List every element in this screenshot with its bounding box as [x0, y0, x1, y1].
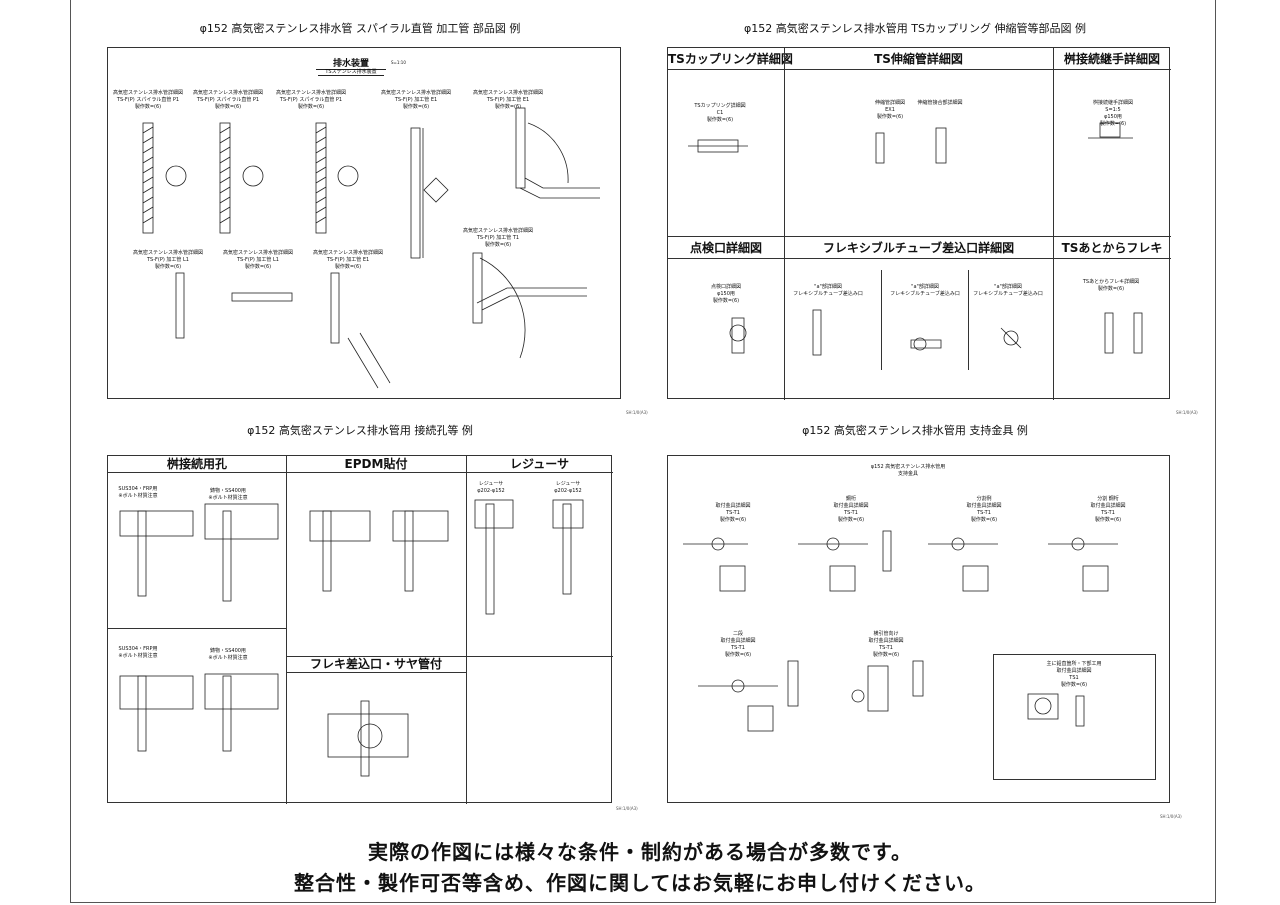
quadrant-title-tr: φ152 高気密ステンレス排水管用 TSカップリング 伸縮管等部品図 例 — [744, 22, 1086, 35]
drawing-panel-support-fittings: φ152 高気密ステンレス排水管用 支持金具 取付金具詳細図 TS-T1 製作数… — [667, 455, 1170, 803]
spiral-pipe-drawing — [315, 122, 359, 234]
detail-label: 高気密ステンレス排水管詳細図 TS-F(P) 加工管 E1 製作数=(6) — [472, 90, 544, 110]
support-fitting-drawing — [928, 537, 998, 592]
processed-pipe-drawing — [410, 127, 449, 259]
detail-label: SUS304・FRP用 ※ボルト材質注意 — [118, 486, 158, 499]
detail-label: 主に鉛直箇所・下部工用 取付金具詳細図 TS1 製作数=(6) — [1046, 661, 1102, 688]
divider — [784, 48, 785, 400]
support-fitting-drawing — [1048, 537, 1118, 592]
quadrant-title-bl: φ152 高気密ステンレス排水管用 接続孔等 例 — [247, 424, 473, 437]
detail-label: 点検口詳細図 φ150用 製作数=(6) — [710, 284, 742, 304]
header-flex-sleeve: フレキ差込口・サヤ管付 — [286, 656, 466, 673]
sheet-title: 排水装置 — [316, 56, 386, 70]
detail-label: 高気密ステンレス排水管詳細図 TS-F(P) 加工管 L1 製作数=(6) — [132, 250, 204, 270]
sheet-title: φ152 高気密ステンレス排水管用 支持金具 — [870, 464, 946, 477]
drawing-panel-spiral-pipe: 排水装置 S=1:10 TSステンレス排水装置 高気密ステンレス排水管詳細図 T… — [107, 47, 621, 399]
footer-line-2: 整合性・製作可否等含め、作図に関してはお気軽にお申し付けください。 — [294, 871, 986, 895]
divider — [466, 456, 467, 804]
detail-label: "a"部詳細図 フレキシブルチューブ差込み口 — [973, 284, 1043, 297]
detail-label: 伸縮管詳細図 EX1 製作数=(6) — [874, 100, 906, 120]
detail-label: 高気密ステンレス排水管詳細図 TS-F(P) スパイラル直管 P1 製作数=(6… — [192, 90, 264, 110]
coupling-drawings — [688, 122, 1143, 356]
footer-line-1: 実際の作図には様々な条件・制約がある場合が多数です。 — [368, 840, 912, 864]
support-fitting-drawing — [1027, 693, 1085, 727]
detail-label: 分割 鋼桁 取付金具詳細図 TS-T1 製作数=(6) — [1090, 496, 1126, 523]
detail-label: "a"部詳細図 フレキシブルチューブ差込み口 — [890, 284, 960, 297]
drawing-panel-coupling: TSカップリング詳細図 TS伸縮管詳細図 桝接続継手詳細図 点検口詳細図 フレキ… — [667, 47, 1171, 400]
sheet-number: SH:1/0(A3) — [626, 410, 648, 415]
detail-label: 鋳物・SS400用 ※ボルト材質注意 — [208, 488, 248, 501]
processed-pipe-drawing — [175, 272, 340, 344]
header-flex-tube: フレキシブルチューブ差込口詳細図 — [784, 237, 1053, 259]
header-ts-flex: TSあとからフレキ — [1053, 237, 1171, 259]
divider — [108, 628, 286, 629]
detail-label: 取付金具詳細図 TS-T1 製作数=(6) — [715, 503, 751, 523]
support-fitting-drawing — [683, 537, 748, 592]
support-drawings — [683, 530, 1118, 732]
divider — [286, 656, 613, 657]
detail-label: 高気密ステンレス排水管詳細図 TS-F(P) 加工管 E1 製作数=(6) — [312, 250, 384, 270]
detail-label: 高気密ステンレス排水管詳細図 TS-F(P) スパイラル直管 P1 製作数=(6… — [275, 90, 347, 110]
sheet-number: SH:1/0(A3) — [1176, 410, 1198, 415]
sheet-number: SH:1/0(A3) — [1160, 814, 1182, 819]
header-reducer: レジューサ — [466, 456, 613, 473]
drawing-panel-connection-holes: 桝接続用孔 EPDM貼付 レジューサ フレキ差込口・サヤ管付 SUS304・FR… — [107, 455, 613, 804]
detail-label: レジューサ φ202-φ152 — [477, 481, 505, 494]
sheet-subtitle: TSステンレス排水装置 — [318, 68, 384, 76]
detail-label: SUS304・FRP用 ※ボルト材質注意 — [118, 646, 158, 659]
header-inspection: 点検口詳細図 — [668, 237, 784, 259]
detail-label: 高気密ステンレス排水管詳細図 TS-F(P) 加工管 T1 製作数=(6) — [462, 228, 534, 248]
spiral-pipe-drawing — [219, 122, 264, 234]
spiral-pipe-drawing — [142, 122, 187, 234]
detail-label: 鋳物・SS400用 ※ボルト材質注意 — [208, 648, 248, 661]
detail-label: TSカップリング詳細図 C1 製作数=(6) — [694, 103, 746, 123]
page-frame — [70, 0, 1216, 903]
pipe-drawings — [142, 107, 600, 389]
sheet-number: SH:1/0(A3) — [616, 806, 638, 811]
callout-box: 主に鉛直箇所・下部工用 取付金具詳細図 TS1 製作数=(6) — [993, 654, 1156, 780]
detail-label: TSあとからフレキ詳細図 製作数=(6) — [1082, 279, 1140, 292]
processed-pipe-drawing — [515, 107, 600, 199]
detail-label: 高気密ステンレス排水管詳細図 TS-F(P) スパイラル直管 P1 製作数=(6… — [112, 90, 184, 110]
divider — [1053, 48, 1054, 400]
detail-label: 伸縮管接合部詳細図 — [917, 100, 963, 106]
support-fitting-drawing — [698, 660, 799, 732]
sheet-scale: S=1:10 — [391, 60, 406, 65]
detail-label: 高気密ステンレス排水管詳細図 TS-F(P) 加工管 L1 製作数=(6) — [222, 250, 294, 270]
support-fitting-drawing — [798, 530, 892, 592]
divider — [968, 270, 969, 370]
divider — [668, 236, 1171, 237]
hole-drawings — [119, 499, 584, 777]
detail-label: 二段 取付金具詳細図 TS-T1 製作数=(6) — [720, 631, 756, 658]
processed-pipe-drawing — [347, 252, 587, 389]
divider — [881, 270, 882, 370]
detail-label: 分割例 取付金具詳細図 TS-T1 製作数=(6) — [966, 496, 1002, 523]
support-fitting-drawing — [851, 660, 924, 712]
detail-label: 横引管向け 取付金具詳細図 TS-T1 製作数=(6) — [868, 631, 904, 658]
detail-label: 桝接続継手詳細図 S=1:5 φ150用 製作数=(6) — [1092, 100, 1133, 127]
quadrant-title-br: φ152 高気密ステンレス排水管用 支持金具 例 — [802, 424, 1028, 437]
quadrant-title-tl: φ152 高気密ステンレス排水管 スパイラル直管 加工管 部品図 例 — [199, 22, 521, 35]
detail-label: レジューサ φ202-φ152 — [554, 481, 582, 494]
detail-label: 鋼桁 取付金具詳細図 TS-T1 製作数=(6) — [833, 496, 869, 523]
detail-label: 高気密ステンレス排水管詳細図 TS-F(P) 加工管 E1 製作数=(6) — [380, 90, 452, 110]
header-ts-coupling: TSカップリング詳細図 — [668, 48, 793, 70]
header-epdm: EPDM貼付 — [286, 456, 466, 473]
header-ts-expansion: TS伸縮管詳細図 — [784, 48, 1053, 70]
detail-label: "a"部詳細図 フレキシブルチューブ差込み口 — [793, 284, 863, 297]
header-basin-hole: 桝接続用孔 — [108, 456, 286, 473]
divider — [286, 456, 287, 804]
header-basin-joint: 桝接続継手詳細図 — [1053, 48, 1171, 70]
